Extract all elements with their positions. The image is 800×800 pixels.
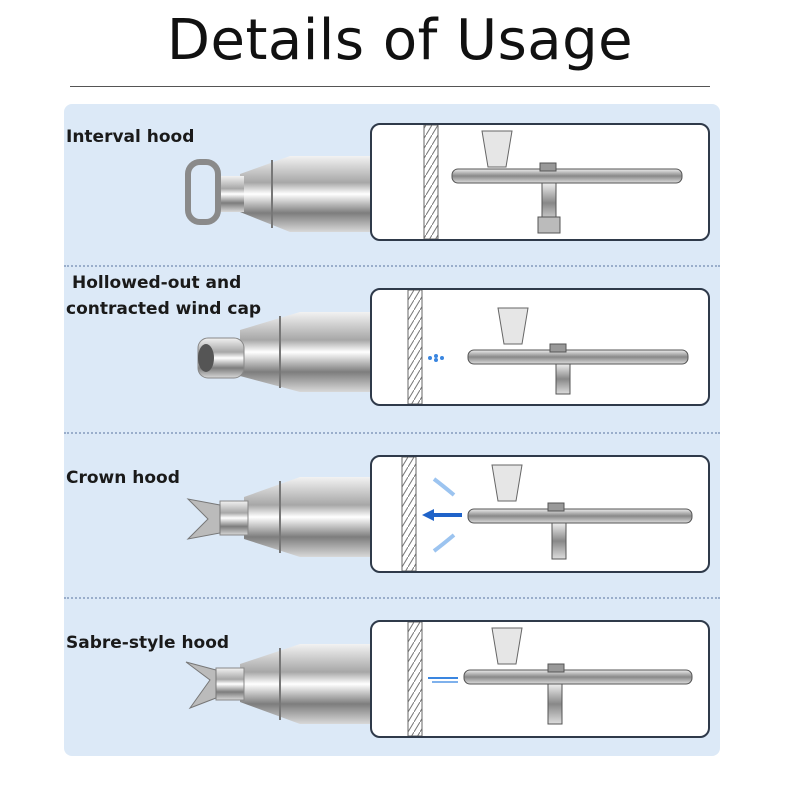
wind-cap-usage-illustration (370, 288, 710, 406)
interval-hood-usage-illustration (370, 123, 710, 241)
sabre-hood-nozzle-image (180, 628, 380, 748)
usage-row-hollowed-wind-cap: Hollowed-out and contracted wind cap (64, 266, 720, 432)
interval-hood-nozzle-image (180, 138, 380, 258)
sabre-hood-usage-illustration (370, 620, 710, 738)
wind-cap-nozzle-image (180, 302, 380, 422)
row-label: Hollowed-out and contracted wind cap (66, 270, 261, 322)
row-separator (64, 597, 720, 599)
title-underline (70, 86, 710, 87)
row-label-line: Interval hood (66, 127, 195, 147)
row-label: Interval hood (66, 124, 194, 150)
row-label: Sabre-style hood (66, 630, 229, 656)
row-label-line: Sabre-style hood (66, 633, 230, 653)
row-label-line: contracted wind cap (66, 299, 262, 319)
crown-hood-nozzle-image (180, 463, 380, 583)
crown-hood-usage-illustration (370, 455, 710, 573)
usage-row-sabre-hood: Sabre-style hood (64, 598, 720, 756)
usage-row-crown-hood: Crown hood (64, 433, 720, 597)
usage-row-interval-hood: Interval hood (64, 104, 720, 265)
row-label-line: Hollowed-out and (72, 273, 242, 293)
row-label-line: Crown hood (66, 468, 180, 488)
row-separator (64, 265, 720, 267)
page-title: Details of Usage (166, 8, 634, 73)
row-separator (64, 432, 720, 434)
row-label: Crown hood (66, 465, 180, 491)
